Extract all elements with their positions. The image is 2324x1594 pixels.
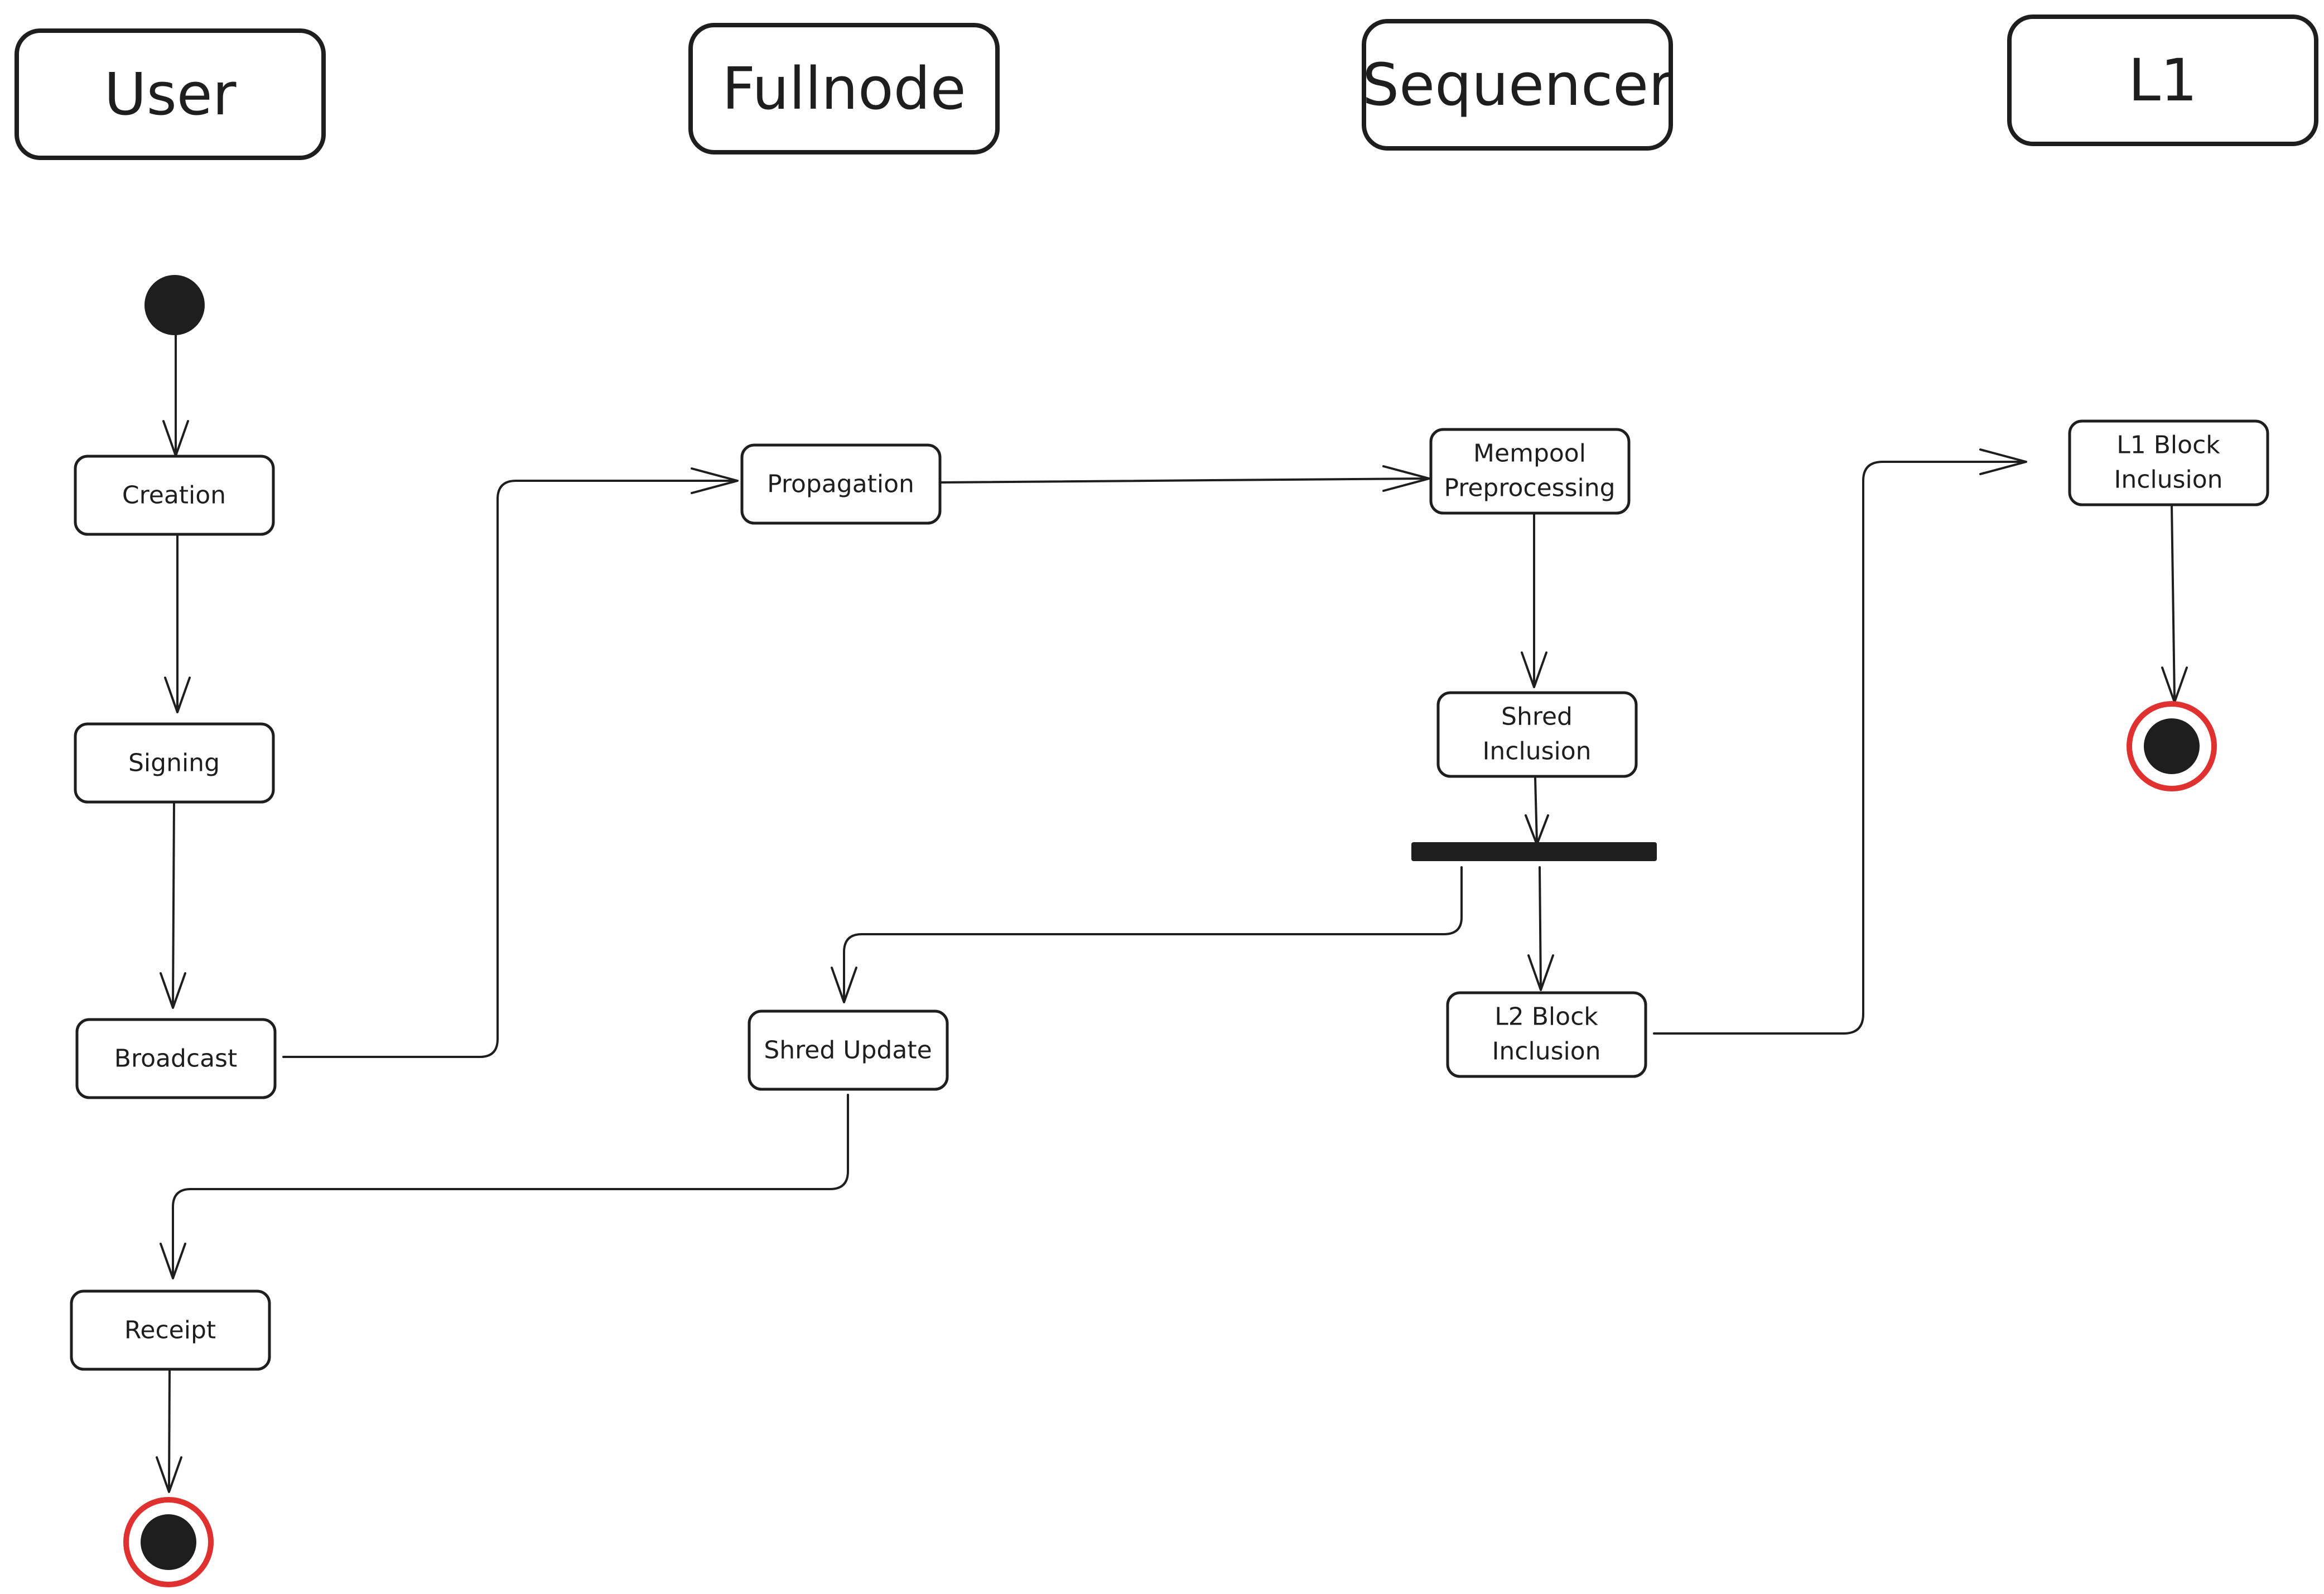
edge-shred-fork — [1534, 777, 1538, 843]
node-shred-inclusion-label-line1: Shred — [1501, 703, 1573, 731]
lane-fullnode: Fullnode — [688, 23, 1000, 154]
node-creation: Creation — [74, 455, 275, 536]
arrowhead-icon — [160, 972, 186, 1009]
lane-fullnode-label: Fullnode — [722, 55, 966, 123]
edge-receipt-end — [168, 1368, 171, 1489]
fork-bar — [1411, 842, 1657, 861]
node-shred-inclusion-label-line2: Inclusion — [1482, 737, 1591, 766]
initial-node-icon — [144, 275, 205, 335]
arrowhead-icon — [831, 967, 857, 1003]
edge-l1block-end — [2171, 504, 2176, 699]
node-mempool-preprocessing: Mempool Preprocessing — [1429, 428, 1631, 515]
edge-propagation-mempool — [939, 477, 1426, 484]
node-broadcast: Broadcast — [75, 1018, 277, 1099]
node-l1-block-label-line1: L1 Block — [2116, 431, 2220, 460]
arrowhead-icon — [164, 677, 191, 713]
node-receipt-label: Receipt — [124, 1316, 216, 1345]
node-l2-block-label-line1: L2 Block — [1494, 1003, 1598, 1031]
final-node-user — [123, 1497, 214, 1587]
lane-user: User — [15, 28, 326, 160]
lane-l1-label: L1 — [2128, 46, 2197, 114]
node-l1-block-inclusion: L1 Block Inclusion — [2068, 419, 2269, 506]
node-broadcast-label: Broadcast — [114, 1045, 237, 1073]
edge-l2block-l1block — [1653, 461, 2023, 1035]
final-node-dot-icon — [2144, 718, 2200, 774]
arrowhead-icon — [156, 1456, 182, 1493]
edge-signing-broadcast — [172, 801, 175, 1005]
node-shred-inclusion: Shred Inclusion — [1436, 691, 1638, 778]
node-shred-update: Shred Update — [748, 1009, 949, 1091]
node-mempool-label-line1: Mempool — [1473, 439, 1586, 468]
arrowhead-icon — [1382, 465, 1430, 492]
edge-fork-l2block — [1539, 866, 1542, 988]
lane-user-label: User — [104, 60, 236, 128]
edge-shredupdate-receipt — [172, 1094, 849, 1276]
node-signing: Signing — [74, 722, 275, 804]
node-l2-block-inclusion: L2 Block Inclusion — [1446, 991, 1647, 1078]
node-l1-block-label-line2: Inclusion — [2114, 466, 2222, 494]
node-l2-block-label-line2: Inclusion — [1492, 1037, 1600, 1066]
arrowhead-icon — [691, 467, 739, 494]
node-propagation-label: Propagation — [767, 470, 914, 499]
final-node-dot-icon — [141, 1514, 196, 1570]
edges — [156, 332, 2188, 1493]
final-node-l1 — [2127, 701, 2217, 791]
node-mempool-label-line2: Preprocessing — [1444, 474, 1615, 503]
node-receipt: Receipt — [70, 1289, 271, 1371]
arrowhead-icon — [1521, 651, 1547, 688]
lane-sequencer-label: Sequencer — [1362, 51, 1672, 119]
node-propagation: Propagation — [740, 443, 942, 525]
edge-fork-shredupdate — [843, 866, 1463, 999]
edge-broadcast-propagation — [282, 480, 735, 1058]
node-creation-label: Creation — [122, 481, 226, 510]
lane-l1: L1 — [2007, 15, 2318, 146]
arrowhead-icon — [160, 1243, 186, 1279]
arrowhead-icon — [1979, 448, 2027, 475]
node-signing-label: Signing — [128, 749, 220, 777]
arrowhead-icon — [1527, 954, 1554, 991]
lane-sequencer: Sequencer — [1362, 19, 1673, 151]
node-shred-update-label: Shred Update — [764, 1036, 932, 1065]
